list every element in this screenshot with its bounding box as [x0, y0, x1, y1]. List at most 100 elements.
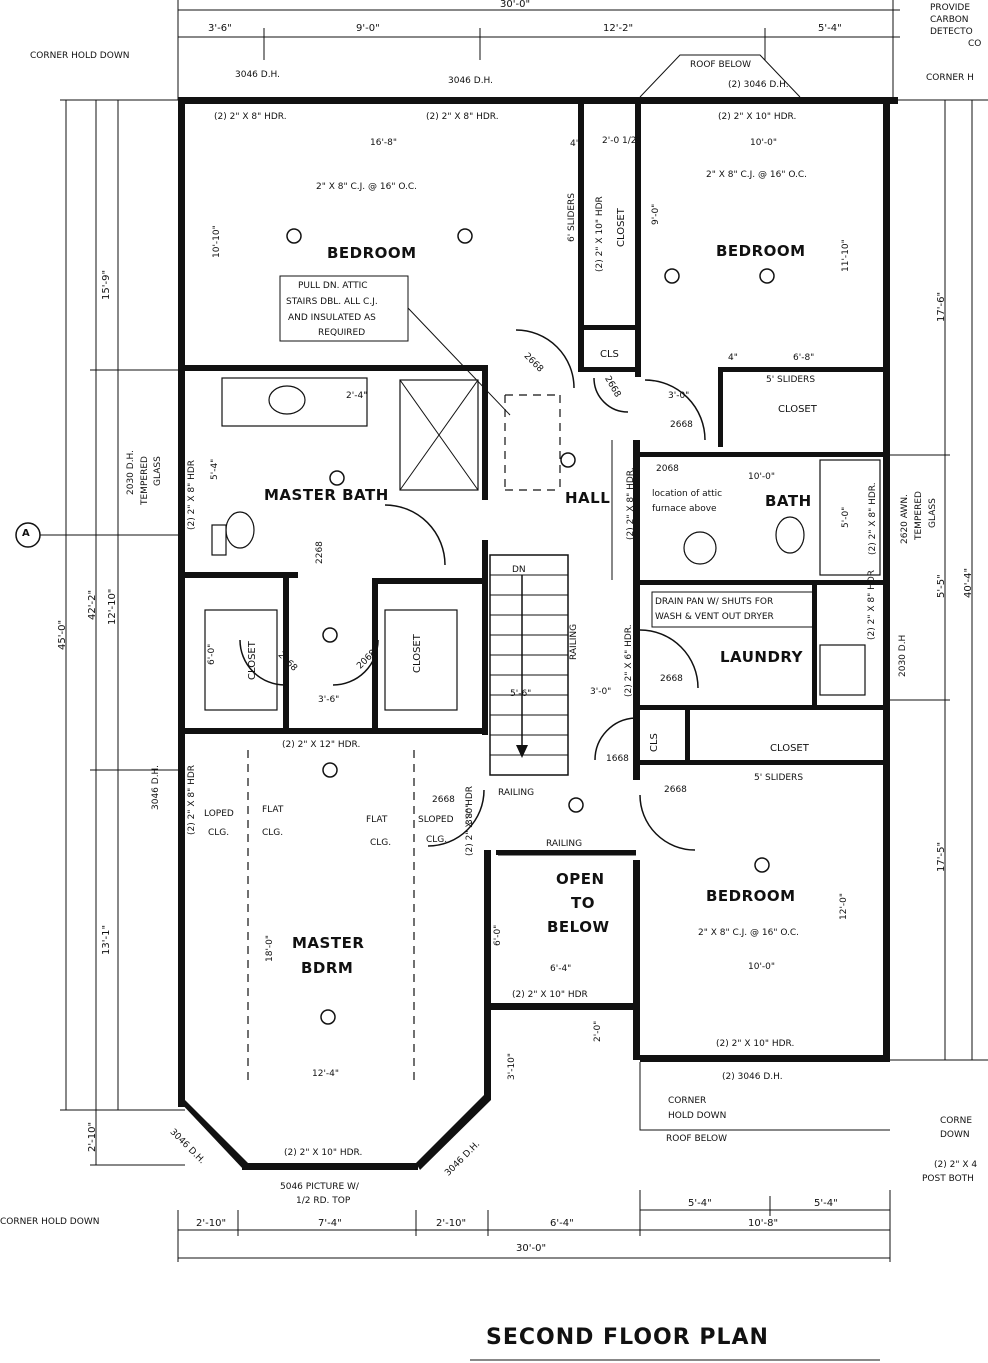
room-open-1: OPEN: [556, 870, 605, 888]
note-attic-1: PULL DN. ATTIC: [298, 281, 368, 291]
note-flat-l: FLAT: [262, 805, 284, 815]
dim-d7: 6'-8": [793, 353, 815, 363]
dim-bottom-5-4b: 5'-4": [814, 1198, 838, 1209]
grid-marker-a: A: [22, 528, 30, 539]
note-railing-b: RAILING: [546, 839, 583, 849]
dim-top-9-0: 9'-0": [356, 23, 380, 34]
dim-d9: 10'-0": [748, 472, 776, 482]
header-h3: (2) 2" X 10" HDR.: [718, 112, 797, 122]
dim-bottom-6-4: 6'-4": [550, 1218, 574, 1229]
window-w7: GLASS: [153, 456, 163, 486]
note-flat-r: FLAT: [366, 815, 388, 825]
note-cj-se: 2" X 8" C.J. @ 16" O.C.: [698, 928, 800, 938]
closet-mid-label: CLOSET: [770, 743, 809, 754]
dim-d8: 3'-0": [668, 391, 690, 401]
dim-bottom-7-4: 7'-4": [318, 1218, 342, 1229]
dim-top-3-6: 3'-6": [208, 23, 232, 34]
door-dr8: 2668: [660, 674, 683, 684]
note-cj-ne: 2" X 8" C.J. @ 16" O.C.: [706, 170, 808, 180]
header-h11: (2) 2" X 8" HDR.: [868, 482, 878, 555]
note-drain-2: WASH & VENT OUT DRYER: [655, 612, 774, 622]
dim-d25: 2'-4": [346, 391, 368, 401]
note-clg-3: CLG.: [370, 838, 392, 848]
header-h14: (2) 2" X 8" HDR: [867, 569, 877, 640]
cls-b-label: CLS: [649, 733, 660, 752]
dimension-lines: [15, 0, 988, 1361]
dim-d19: 6'-0": [493, 924, 503, 946]
note-stair-dn: DN: [512, 565, 526, 575]
dim-d2: 10'-10": [212, 225, 222, 258]
note-clg-4: CLG.: [426, 835, 448, 845]
closet-top-label: CLOSET: [616, 208, 627, 247]
dim-left-12-10: 12'-10": [107, 588, 118, 625]
note-corner-br2: DOWN: [940, 1130, 970, 1140]
dim-d16: 18'-0": [265, 934, 275, 962]
note-furnace-1: location of attic: [652, 489, 723, 499]
dim-right-17-5: 17'-5": [936, 841, 947, 872]
note-picture-1: 5046 PICTURE W/: [280, 1182, 359, 1192]
note-corner-bm2: HOLD DOWN: [668, 1111, 727, 1121]
room-open-2: TO: [571, 894, 595, 912]
note-attic-3: AND INSULATED AS: [288, 313, 376, 323]
dim-left-45-0: 45'-0": [57, 619, 68, 650]
window-w1: 3046 D.H.: [235, 70, 281, 80]
note-drain-1: DRAIN PAN W/ SHUTS FOR: [655, 597, 774, 607]
note-roof-bot: ROOF BELOW: [666, 1134, 727, 1144]
note-picture-2: 1/2 RD. TOP: [296, 1196, 351, 1206]
dim-d24: 6'-0": [207, 643, 217, 665]
room-master-2: BDRM: [301, 959, 354, 977]
window-w4: (2) 3046 D.H.: [722, 1072, 783, 1082]
window-w12: TEMPERED: [914, 491, 924, 540]
header-h2: (2) 2" X 8" HDR.: [426, 112, 499, 122]
header-h12: (2) 2" X 8" HDR.: [626, 467, 636, 540]
dim-right-40-4: 40'-4": [963, 567, 974, 598]
closet-right-label: CLOSET: [412, 634, 423, 673]
dim-bottom-10-8: 10'-8": [748, 1218, 779, 1229]
dim-top-5-4: 5'-4": [818, 23, 842, 34]
dim-right-17-6: 17'-6": [936, 291, 947, 322]
room-open-3: BELOW: [547, 918, 610, 936]
dim-d15: 3'-0": [465, 803, 475, 825]
closet-left-label: CLOSET: [247, 641, 258, 680]
dim-top-overall: 30'-0": [500, 0, 531, 10]
dim-d5: 9'-0": [651, 203, 661, 225]
door-dr10: 2668: [664, 785, 687, 795]
note-sliders-ne: 5' SLIDERS: [766, 375, 816, 385]
dim-left-42-2: 42'-2": [87, 589, 98, 620]
door-dr7: 2068: [656, 464, 679, 474]
dim-d3: 10'-0": [750, 138, 778, 148]
dim-bottom-2-10a: 2'-10": [196, 1218, 227, 1229]
note-sliders-mid: 5' SLIDERS: [754, 773, 804, 783]
note-furnace-2: furnace above: [652, 504, 717, 514]
dim-d20: 12'-0": [839, 892, 849, 920]
dim-bottom-2-10b: 2'-10": [436, 1218, 467, 1229]
header-h7: (2) 2" X 10" HDR.: [284, 1148, 363, 1158]
note-provide-1: PROVIDE: [930, 3, 971, 13]
window-w6: TEMPERED: [140, 456, 150, 505]
header-h10: (2) 2" X 8" HDR: [187, 764, 197, 835]
header-h5: (2) 2" X 10" HDR: [512, 990, 588, 1000]
note-corner-bm1: CORNER: [668, 1096, 707, 1106]
window-w3: (2) 3046 D.H.: [728, 80, 789, 90]
door-dr4: 2268: [315, 541, 325, 564]
dim-d1: 16'-8": [370, 138, 398, 148]
room-bedroom-se: BEDROOM: [706, 887, 796, 905]
note-attic-4: REQUIRED: [318, 328, 366, 338]
note-provide-2: CARBON: [930, 15, 969, 25]
window-w8: 3046 D.H.: [151, 764, 161, 810]
light-fixtures: [286, 228, 775, 1025]
room-hall: HALL: [565, 489, 611, 507]
note-provide-4: CO: [968, 39, 982, 49]
note-corner-tl: CORNER HOLD DOWN: [30, 51, 130, 61]
note-clg-1: CLG.: [208, 828, 230, 838]
dim-bottom-5-4a: 5'-4": [688, 1198, 712, 1209]
note-post-2: POST BOTH: [922, 1174, 974, 1184]
dim-d12: 3'-6": [318, 695, 340, 705]
dim-d26: 4": [728, 353, 738, 363]
note-sloped-l: LOPED: [204, 809, 234, 819]
exterior-walls: [178, 97, 898, 1170]
note-corner-br1: CORNE: [940, 1116, 973, 1126]
room-master-bath: MASTER BATH: [264, 486, 389, 504]
room-bedroom-ne: BEDROOM: [716, 242, 806, 260]
dim-left-15-9: 15'-9": [101, 269, 112, 300]
